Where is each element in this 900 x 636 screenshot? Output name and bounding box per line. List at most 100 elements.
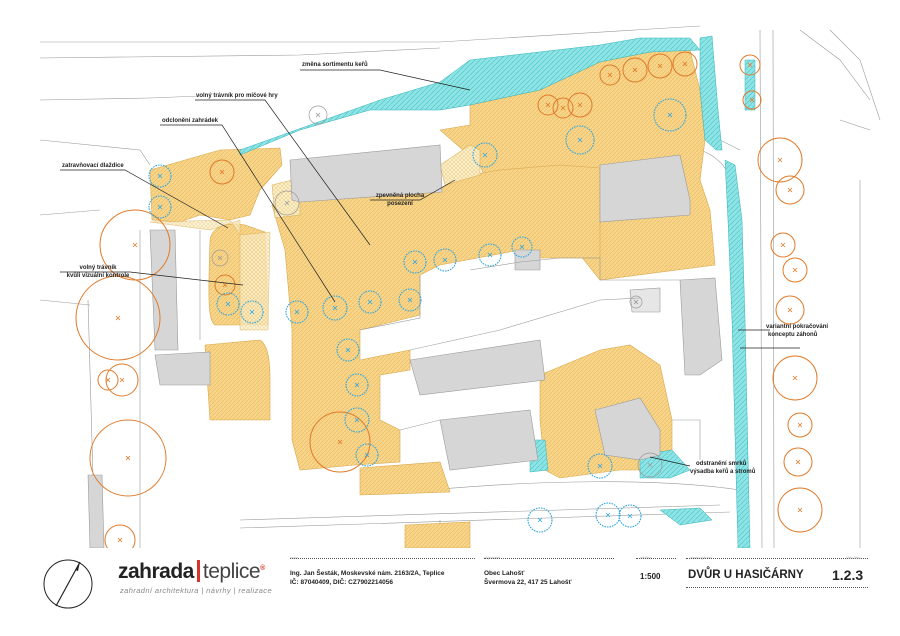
shrub-bed-bottom-right [659,507,713,526]
new-tree [565,125,595,155]
existing-tree [309,411,371,473]
label-zpevnena-line1: zpevněná plocha [375,193,425,199]
existing-tree [622,57,648,83]
existing-tree [104,524,136,548]
lawn-main [271,164,601,471]
existing-tree [537,94,559,116]
label-odstraneni-line2: výsadba keřů a stromů [690,469,756,475]
existing-tree [775,295,805,325]
existing-tree [599,64,621,86]
sep-title-bottom [686,587,868,588]
existing-tree [75,275,161,361]
brand-registered: ® [260,565,265,572]
building-west-low [154,351,211,386]
existing-tree [757,137,803,183]
label-zpevnena-line2: posezení [387,201,413,207]
drawing-title: DVŮR U HASIČÁRNY [688,569,804,581]
building-southwest [87,474,105,548]
new-tree [358,290,382,314]
removed-tree [629,295,643,309]
client-address: Švermova 22, 417 25 Lahošť [484,579,572,586]
label-variantni-pokracovani: variantní pokračování konceptu záhonů [766,323,828,339]
client-name: Obec Lahošť [484,570,525,577]
existing-tree [214,274,236,296]
leader-lines [60,69,800,467]
new-tree [511,236,533,258]
building-middle [514,249,541,271]
site-outlines [199,230,701,460]
lawn-bottom-strip [359,461,451,496]
shrub-bed-right [699,35,723,151]
new-tree [240,300,264,324]
sep-author [290,558,475,559]
new-tree [345,373,369,397]
building-south-small [629,287,661,313]
new-tree [595,502,621,528]
garden-site-plan [39,25,881,548]
label-variantni-line2: konceptu záhonů [768,332,818,338]
sep-scale [636,558,676,559]
existing-tree [787,412,813,438]
new-tree [285,300,309,324]
sheet-number: 1.2.3 [832,567,864,583]
brand-name-b: teplice [202,560,261,583]
sep-client [484,558,614,559]
author-ids: IČ: 87040409, DIČ: CZ7902214056 [290,579,393,586]
shrub-bed-top [239,37,701,156]
existing-tree [89,419,167,497]
existing-tree [672,51,698,77]
new-tree [336,338,360,362]
buildings [87,144,723,548]
building-long [409,339,546,396]
label-zatravnovaci-dlazdice: zatravňovací dlaždice [62,163,124,169]
new-tree [472,142,498,168]
existing-tree [567,92,593,118]
building-west-strip [149,229,179,351]
label-travnik-hry: volný trávník pro míčové hry [196,93,278,99]
removed-tree [637,452,663,478]
label-volny-travnik-line2: kvůli vizuální kontrole [66,273,130,279]
building-lower [439,409,539,471]
label-volny-travnik: volný trávník kvůli vizuální kontrole [60,264,136,280]
building-right-tall [679,277,723,376]
label-volny-travnik-line1: volný trávník [79,265,117,271]
existing-tree [782,257,808,283]
lawn-bottom-left [204,339,271,421]
new-tree [322,295,348,321]
building-top-right [599,154,691,223]
existing-tree [209,159,235,185]
label-zmena-sortimentu: změna sortimentu keřů [302,62,368,68]
existing-tree [770,232,796,258]
new-tree [216,292,240,316]
author-address: Ing. Jan Šesták, Moskevské nám. 2163/2A,… [290,570,445,577]
new-tree [618,504,642,528]
new-tree [344,407,370,433]
new-tree [148,164,172,188]
north-arrow-icon [43,559,93,609]
existing-tree [783,447,813,477]
paving-left-path [149,219,271,331]
new-tree [527,507,553,533]
existing-tree [647,53,673,79]
shrub-bed-east-small [744,59,756,111]
brand-divider [196,560,200,582]
shrub-bed-east-strip [724,159,751,548]
existing-tree [777,487,823,533]
existing-trees [75,51,823,548]
existing-tree [552,97,574,119]
label-zpevnena-plocha: zpevněná plocha posezení [370,192,430,208]
new-tree [148,195,172,219]
caption-cislo: číslo listu [846,556,861,560]
removed-tree [211,249,229,267]
new-tree [653,98,687,132]
new-trees [148,98,687,533]
label-odstraneni-smrku: odstranění smrků výsadba keřů a stromů [690,460,755,476]
sep-title [686,558,868,559]
brand-tagline: zahradní architektura | návrhy | realiza… [120,586,273,595]
new-tree [355,443,379,467]
label-variantni-line1: variantní pokračování [766,324,829,330]
existing-tree [775,175,805,205]
new-tree [433,248,457,272]
title-block [0,548,900,636]
